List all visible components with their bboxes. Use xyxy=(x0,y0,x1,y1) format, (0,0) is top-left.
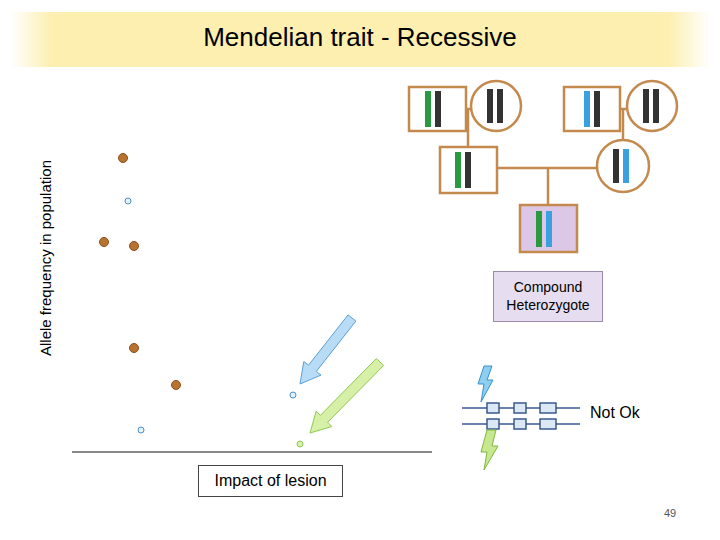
child-square xyxy=(520,205,577,252)
chromosome xyxy=(425,91,431,127)
chromosome xyxy=(536,211,542,247)
gene-pair xyxy=(462,403,580,429)
data-point xyxy=(172,381,181,390)
female-circle xyxy=(471,81,521,131)
data-point xyxy=(125,198,131,204)
chromosome xyxy=(546,211,552,247)
blue-arrow xyxy=(300,315,356,384)
x-axis xyxy=(72,451,432,453)
chromosome xyxy=(435,91,441,127)
blue-points xyxy=(125,198,296,433)
male-square xyxy=(440,147,497,193)
chromosome xyxy=(643,89,649,123)
slide-title: Mendelian trait - Recessive xyxy=(0,22,720,53)
axis-title-box: Impact of lesion xyxy=(198,465,343,497)
chromosome xyxy=(653,89,659,123)
data-point xyxy=(119,154,128,163)
chromosome xyxy=(594,91,600,127)
mendelian-points xyxy=(100,154,181,390)
node-text: Impact of lesion xyxy=(214,471,326,491)
axis-title: Allele frequency in population xyxy=(37,160,54,356)
node-text: Compound Heterozygote xyxy=(498,279,598,314)
female-circle xyxy=(627,81,677,131)
chromosome xyxy=(497,89,503,123)
chromosome xyxy=(584,91,590,127)
mutation-bolt xyxy=(478,366,493,402)
exon-box xyxy=(514,419,526,429)
data-point xyxy=(297,441,303,447)
exon-box xyxy=(487,419,499,429)
y-axis xyxy=(84,100,86,462)
chromosome xyxy=(623,149,629,183)
chromosome xyxy=(487,89,493,123)
green-arrow xyxy=(310,359,384,434)
chromosome xyxy=(613,149,619,183)
data-point xyxy=(138,427,144,433)
chromosome xyxy=(455,152,461,188)
callout-box: Compound Heterozygote xyxy=(493,271,603,322)
male-square xyxy=(564,87,620,131)
data-point xyxy=(130,344,139,353)
mutation-bolt xyxy=(481,430,498,470)
chromosomes xyxy=(425,89,659,247)
status-note: Not Ok xyxy=(590,404,640,422)
exon-box xyxy=(487,403,499,413)
data-point xyxy=(130,242,139,251)
male-square xyxy=(409,87,466,131)
descent-line xyxy=(622,109,625,140)
exon-box xyxy=(540,403,556,413)
exon-box xyxy=(514,403,526,413)
chromosome xyxy=(465,152,471,188)
female-circle xyxy=(597,140,649,192)
page-number: 49 xyxy=(664,507,676,519)
descent-line xyxy=(547,168,550,205)
pedigree xyxy=(409,81,677,252)
data-point xyxy=(100,238,109,247)
data-point xyxy=(290,392,296,398)
exon-box xyxy=(540,419,556,429)
